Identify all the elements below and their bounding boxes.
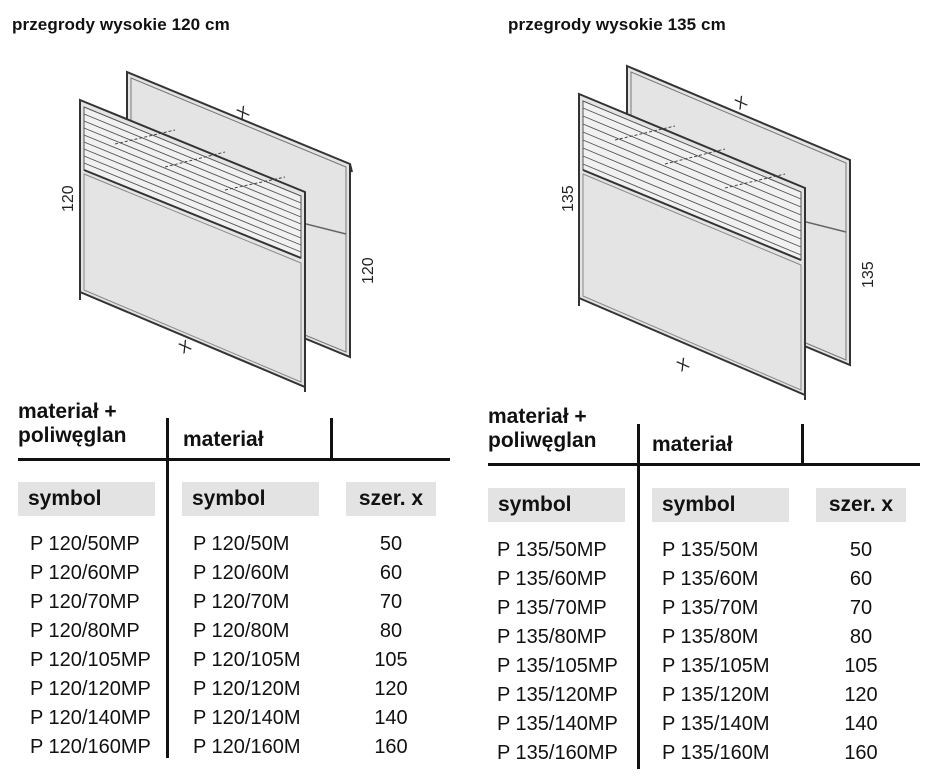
table-cell-symbol-mp: P 120/70MP [30, 591, 140, 613]
table-cell-symbol-m: P 120/50M [193, 533, 290, 555]
table-cell-width: 60 [849, 568, 873, 590]
table-cell-symbol-m: P 135/120M [662, 684, 770, 706]
table-cell-width: 105 [844, 655, 878, 677]
table-cell-width: 120 [374, 678, 408, 700]
table-cell-width: 160 [844, 742, 878, 764]
table-cell-width: 80 [849, 626, 873, 648]
table-cell-symbol-mp: P 120/160MP [30, 736, 151, 758]
table-cell-symbol-m: P 135/105M [662, 655, 770, 677]
table-cell-width: 70 [379, 591, 403, 613]
table-divider [637, 424, 640, 769]
dim-height-front: 135 [560, 185, 577, 212]
dim-height-back: 135 [860, 261, 877, 288]
column-header-symbol-m: symbol [182, 482, 319, 516]
section-title-135: przegrody wysokie 135 cm [508, 15, 726, 34]
table-cell-symbol-mp: P 135/60MP [497, 568, 607, 590]
table-cell-width: 50 [849, 539, 873, 561]
column-header-symbol-m: symbol [652, 488, 789, 522]
column-symbol-m: P 135/50M P 135/60M P 135/70M P 135/80M P 13… [662, 536, 770, 768]
table-divider [330, 418, 333, 460]
table-cell-symbol-m: P 135/60M [662, 568, 759, 590]
column-header-symbol-mp: symbol [488, 488, 625, 522]
table-cell-symbol-mp: P 120/80MP [30, 620, 140, 642]
table-cell-symbol-m: P 120/120M [193, 678, 301, 700]
column-width: 50 60 70 80 105 120 140 160 [816, 536, 906, 768]
table-cell-symbol-m: P 120/60M [193, 562, 290, 584]
header-material: materiał [183, 428, 264, 451]
table-cell-symbol-m: P 120/105M [193, 649, 301, 671]
table-cell-width: 140 [844, 713, 878, 735]
partition-drawing-120: 120 120 X X [60, 70, 375, 392]
header-material: materiał [652, 433, 733, 456]
table-cell-symbol-mp: P 120/50MP [30, 533, 140, 555]
table-divider [166, 418, 169, 758]
table-divider [801, 424, 804, 466]
table-cell-width: 50 [379, 533, 403, 555]
front-panel [79, 98, 306, 392]
column-header-width: szer. x [346, 482, 436, 516]
header-material-polycarbonate: materiał + poliwęglan [488, 405, 597, 452]
table-rule [488, 463, 920, 466]
partition-drawing-135: 135 135 X X [560, 64, 877, 400]
table-cell-symbol-mp: P 120/60MP [30, 562, 140, 584]
table-cell-symbol-mp: P 135/70MP [497, 597, 607, 619]
column-symbol-mp: P 120/50MP P 120/60MP P 120/70MP P 120/80MP… [30, 530, 151, 762]
table-cell-symbol-mp: P 135/120MP [497, 684, 618, 706]
table-cell-symbol-m: P 120/70M [193, 591, 290, 613]
table-cell-symbol-mp: P 135/105MP [497, 655, 618, 677]
table-cell-width: 105 [374, 649, 408, 671]
table-cell-symbol-mp: P 120/120MP [30, 678, 151, 700]
column-width: 50 60 70 80 105 120 140 160 [346, 530, 436, 762]
table-cell-symbol-m: P 120/160M [193, 736, 301, 758]
table-cell-symbol-mp: P 135/50MP [497, 539, 607, 561]
table-cell-symbol-m: P 135/140M [662, 713, 770, 735]
column-symbol-m: P 120/50M P 120/60M P 120/70M P 120/80M P 12… [193, 530, 301, 762]
column-header-symbol-mp: symbol [18, 482, 155, 516]
dim-width-bottom: X [675, 355, 693, 375]
dim-height-back: 120 [360, 257, 375, 284]
table-cell-symbol-mp: P 135/160MP [497, 742, 618, 764]
section-title-120: przegrody wysokie 120 cm [12, 15, 230, 34]
column-header-width: szer. x [816, 488, 906, 522]
header-material-polycarbonate: materiał + poliwęglan [18, 400, 127, 447]
table-cell-symbol-m: P 135/160M [662, 742, 770, 764]
dim-width-top: X [733, 93, 751, 113]
table-cell-symbol-m: P 135/80M [662, 626, 759, 648]
table-cell-symbol-mp: P 120/140MP [30, 707, 151, 729]
table-cell-symbol-m: P 120/80M [193, 620, 290, 642]
table-cell-width: 160 [374, 736, 408, 758]
table-cell-symbol-m: P 135/70M [662, 597, 759, 619]
dim-height-front: 120 [60, 185, 77, 212]
table-cell-symbol-mp: P 135/80MP [497, 626, 607, 648]
column-symbol-mp: P 135/50MP P 135/60MP P 135/70MP P 135/80MP… [497, 536, 618, 768]
table-cell-width: 120 [844, 684, 878, 706]
table-cell-width: 140 [374, 707, 408, 729]
front-panel [578, 92, 806, 400]
table-cell-symbol-m: P 135/50M [662, 539, 759, 561]
table-cell-symbol-mp: P 120/105MP [30, 649, 151, 671]
table-cell-symbol-m: P 120/140M [193, 707, 301, 729]
table-cell-symbol-mp: P 135/140MP [497, 713, 618, 735]
table-cell-width: 70 [849, 597, 873, 619]
table-cell-width: 80 [379, 620, 403, 642]
table-rule [18, 458, 450, 461]
table-cell-width: 60 [379, 562, 403, 584]
